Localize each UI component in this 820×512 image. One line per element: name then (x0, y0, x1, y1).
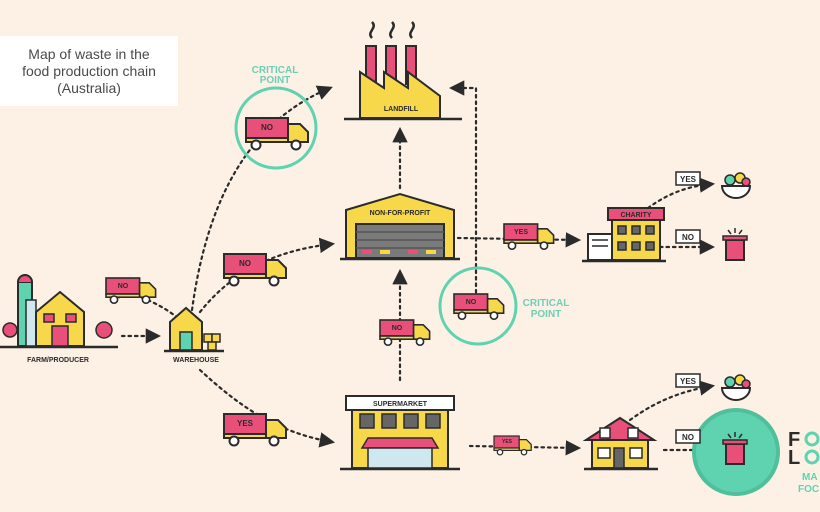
tag-charity-yes: YES (680, 175, 697, 184)
svg-text:MA: MA (802, 472, 818, 483)
warehouse-label: WAREHOUSE (173, 357, 219, 364)
truck-icon (223, 413, 287, 447)
arrow-to-landfill-loop (448, 80, 478, 314)
truck-tag-critical-no: NO (261, 123, 273, 132)
nonprofit-label: NON-FOR-PROFIT (370, 210, 431, 217)
brand-logo: F L MA FOC (788, 429, 820, 495)
trash-icon (722, 432, 748, 465)
svg-text:L: L (788, 447, 800, 469)
title-box: Map of waste in the food production chai… (0, 36, 178, 106)
landfill-label: LANDFILL (384, 106, 419, 113)
truck-tag-house-yes: YES (502, 439, 513, 445)
truck-tag-charity-yes: YES (514, 229, 528, 236)
bowl-icon (720, 172, 752, 199)
map-title: Map of waste in the food production chai… (22, 45, 156, 96)
critical-label-1-line2: POINT (260, 75, 291, 86)
warehouse-icon (340, 192, 460, 261)
truck-icon (503, 223, 555, 250)
house-icon (582, 416, 658, 471)
farm-label: FARM/PRODUCER (27, 357, 89, 364)
critical-point-circle-1 (234, 86, 318, 170)
tag-charity-no: NO (682, 233, 694, 242)
critical-label-2-line2: POINT (531, 309, 562, 320)
arrow-warehouse-to-landfill (190, 85, 333, 312)
arrow-house-to-bowl (628, 380, 716, 422)
svg-text:F: F (788, 429, 800, 451)
svg-text:FOC: FOC (798, 484, 819, 495)
supermarket-label: SUPERMARKET (373, 401, 428, 408)
truck-tag-farm-no: NO (118, 283, 129, 290)
charity-building-icon (582, 207, 666, 263)
truck-tag-supermarket-yes: YES (237, 419, 254, 428)
trash-icon (722, 228, 748, 261)
small-warehouse-icon (164, 306, 224, 353)
supermarket-icon (340, 395, 460, 471)
truck-tag-critical2-no: NO (466, 299, 477, 306)
barn-icon (0, 274, 118, 349)
bowl-icon (720, 374, 752, 401)
critical-label-1-line1: CRITICAL (252, 65, 299, 76)
truck-icon (453, 293, 505, 321)
truck-tag-nonprofit-no: NO (239, 259, 251, 268)
truck-tag-supermarket-no: NO (392, 325, 403, 332)
factory-icon (344, 21, 462, 121)
truck-icon (245, 117, 309, 151)
tag-house-yes: YES (680, 377, 697, 386)
truck-icon (223, 253, 287, 287)
arrow-charity-to-bowl (646, 177, 716, 210)
tag-house-no: NO (682, 433, 694, 442)
critical-point-circle-2 (438, 266, 518, 346)
critical-label-2-line1: CRITICAL (523, 298, 570, 309)
truck-icon (493, 435, 532, 456)
truck-icon (379, 319, 431, 347)
charity-label: CHARITY (620, 212, 651, 219)
truck-icon (105, 277, 157, 305)
